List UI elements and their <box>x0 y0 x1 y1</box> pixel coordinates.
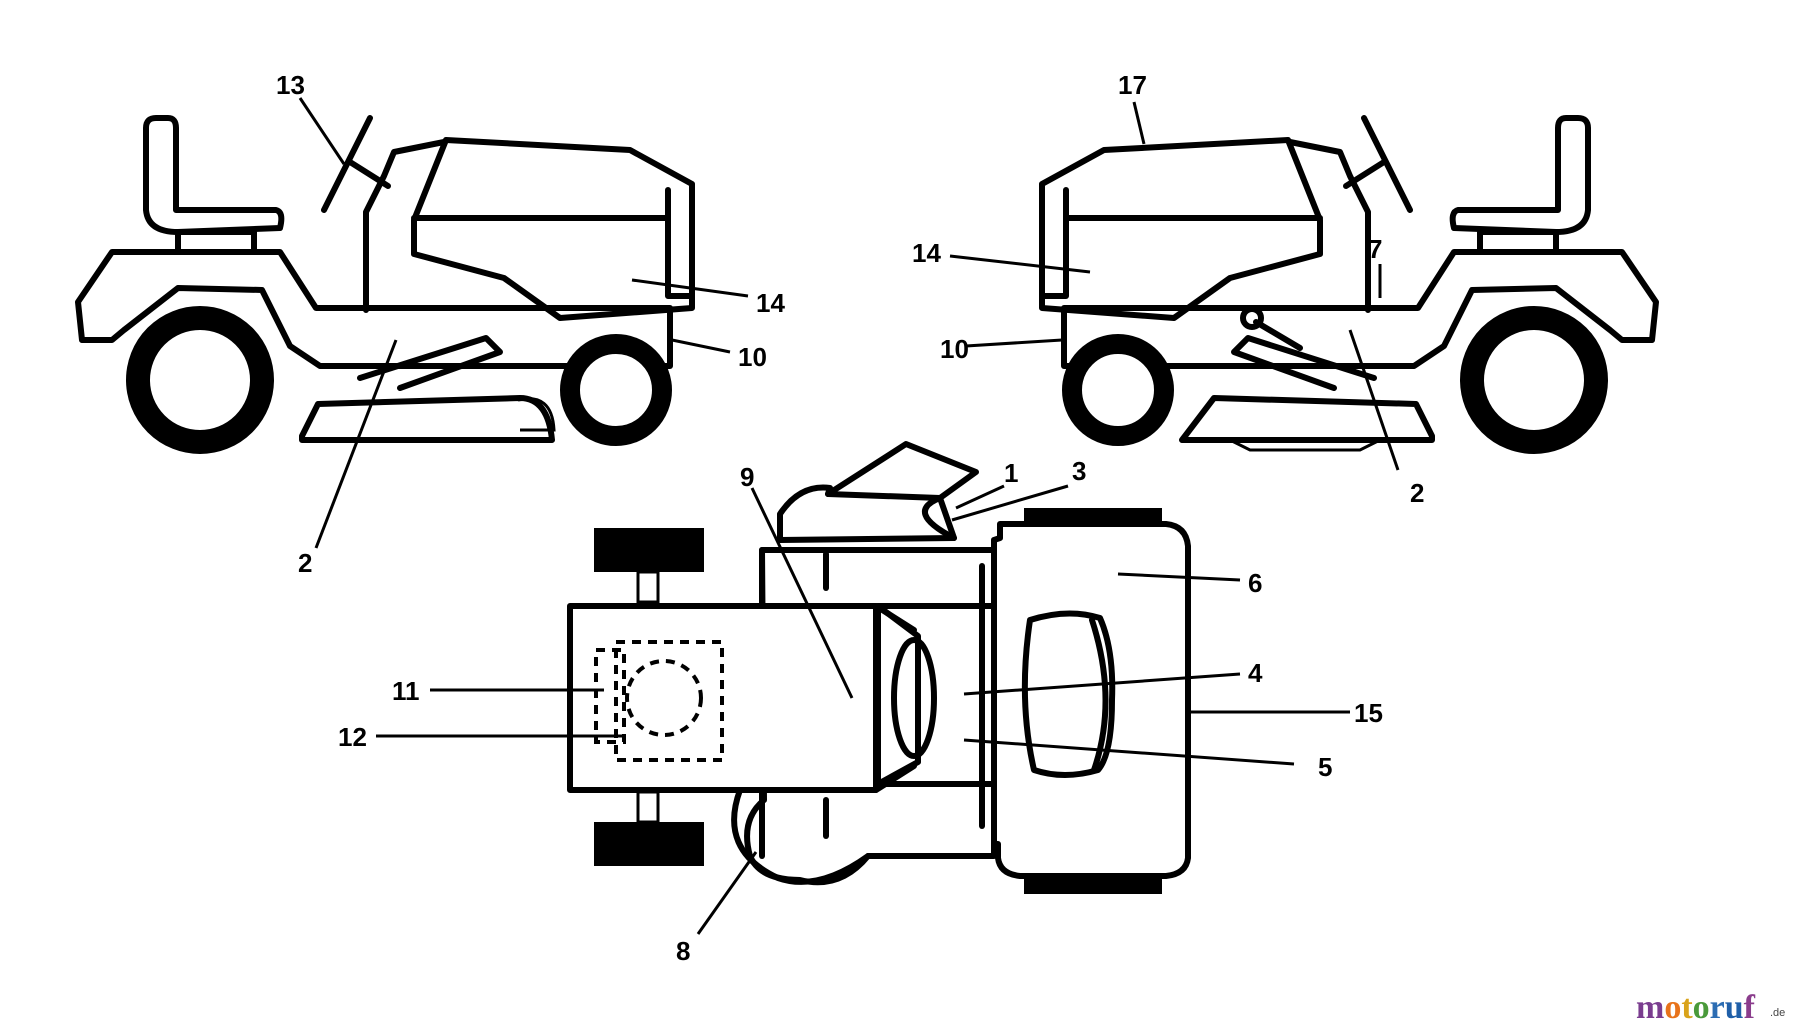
watermark-part: r <box>1710 989 1725 1026</box>
callout-14-left: 14 <box>756 288 785 318</box>
steering-wheel-left <box>321 115 373 213</box>
watermark-part: f <box>1744 989 1756 1026</box>
rear-wheel-left <box>126 306 274 454</box>
fuel-tank-outline <box>594 648 626 744</box>
callout-7-right: 7 <box>1368 234 1382 264</box>
callout-11-top: 11 <box>392 676 420 706</box>
callout-10-left: 10 <box>738 342 767 372</box>
lift-lever-knob <box>1240 306 1264 330</box>
seat-left <box>143 115 285 235</box>
mower-deck-left <box>299 395 555 443</box>
watermark-suffix: .de <box>1770 1007 1785 1019</box>
steering-wheel-right <box>1361 115 1413 213</box>
rear-wheel-top-upper <box>594 528 704 572</box>
seat-right <box>1449 115 1591 235</box>
frame-left <box>75 249 673 369</box>
steering-column-top <box>891 637 937 759</box>
callout-2-left: 2 <box>298 548 312 578</box>
hood-top <box>991 521 1191 879</box>
callout-15-top: 15 <box>1354 698 1383 728</box>
front-wheel-top-lower <box>1024 876 1162 894</box>
watermark-part: t <box>1681 989 1693 1026</box>
callout-2-right: 2 <box>1410 478 1424 508</box>
watermark-part: o <box>1664 989 1681 1026</box>
frame-right <box>1061 249 1659 369</box>
side-view-right <box>949 101 1659 471</box>
watermark-part: m <box>1636 989 1664 1026</box>
callout-10-right: 10 <box>940 334 969 364</box>
callout-14-right: 14 <box>912 238 941 268</box>
callout-9-top: 9 <box>740 462 754 492</box>
callout-12-top: 12 <box>338 722 367 752</box>
mower-deck-right <box>1179 395 1435 443</box>
callout-1-top: 1 <box>1004 458 1018 488</box>
callout-4-top: 4 <box>1248 658 1263 688</box>
motoruf-watermark: motoruf .de <box>1636 989 1785 1026</box>
callout-8-top: 8 <box>676 936 690 966</box>
front-wheel-right <box>1062 334 1174 446</box>
callout-13-left: 13 <box>276 70 305 100</box>
watermark-part: u <box>1725 989 1744 1026</box>
callout-17-right: 17 <box>1118 70 1147 100</box>
fuel-cap-outline <box>625 659 703 737</box>
callout-5-top: 5 <box>1318 752 1332 782</box>
front-wheel-left <box>560 334 672 446</box>
discharge-chute <box>777 441 979 543</box>
callout-3-top: 3 <box>1072 456 1086 486</box>
rear-wheel-right <box>1460 306 1608 454</box>
hood-right <box>1039 137 1323 321</box>
callout-6-top: 6 <box>1248 568 1262 598</box>
callout-labels: 13 14 10 2 17 7 14 10 2 9 1 3 6 4 15 5 1… <box>276 70 1424 966</box>
side-view-left <box>75 97 749 549</box>
hood-left <box>411 137 695 321</box>
watermark-logo: motoruf <box>1636 989 1756 1026</box>
battery-outline <box>614 640 724 762</box>
top-view <box>376 441 1350 935</box>
rear-wheel-top-lower <box>594 822 704 866</box>
watermark-part: o <box>1693 989 1710 1026</box>
